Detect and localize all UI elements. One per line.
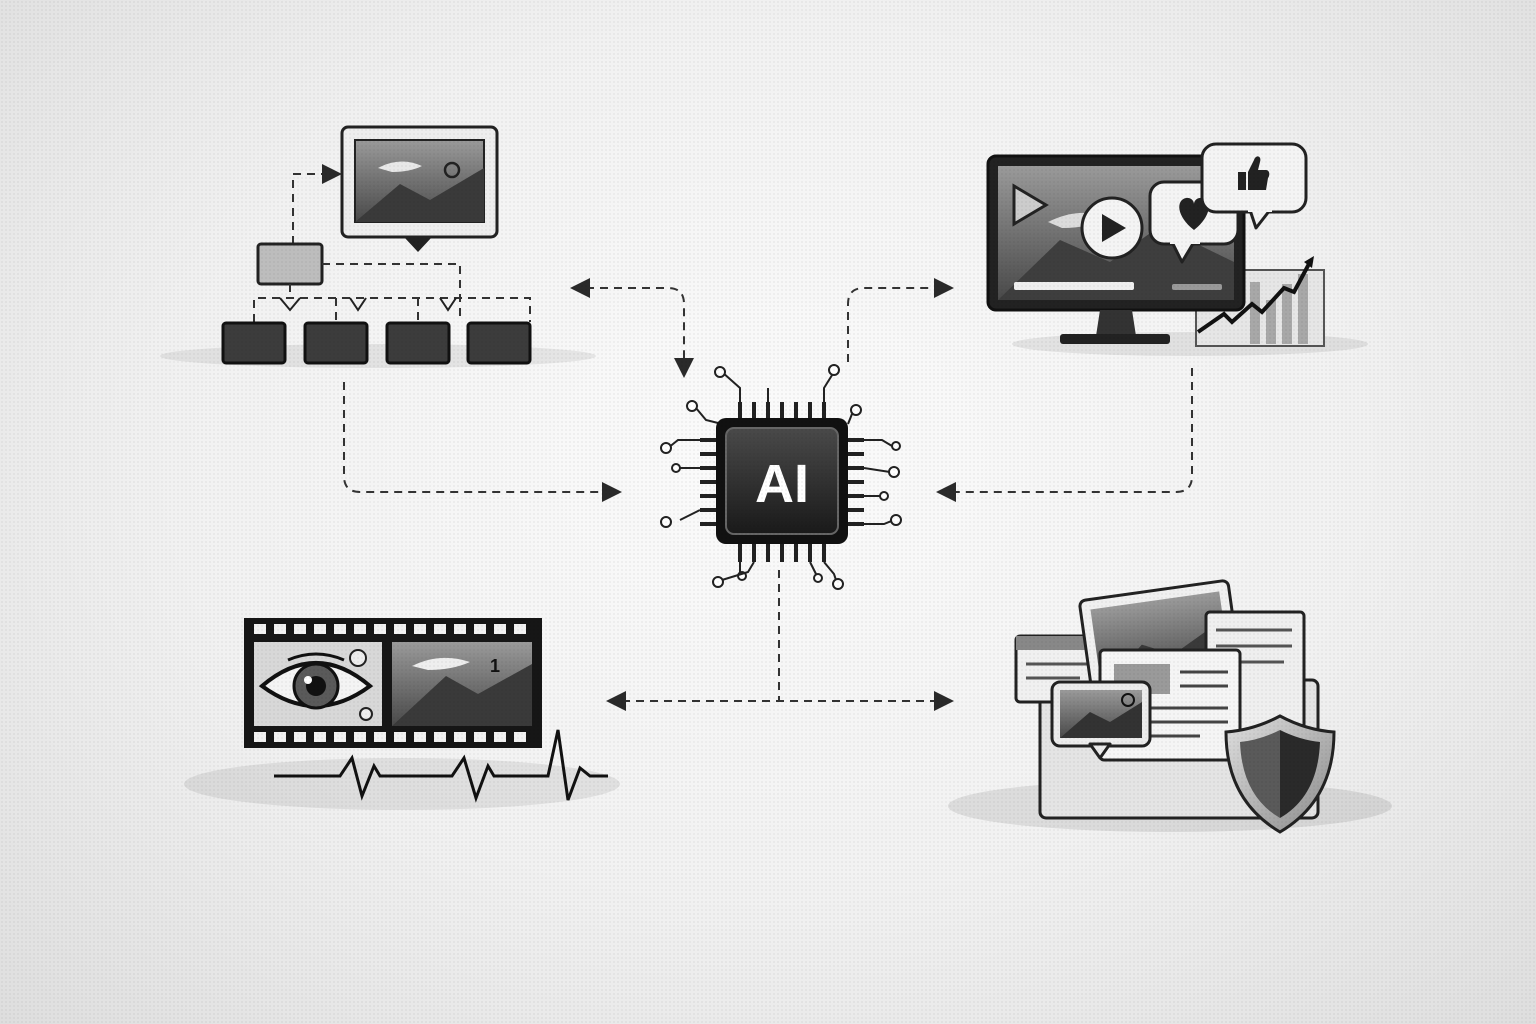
connector-hierarchy-to-hub <box>570 278 694 378</box>
hierarchy-child-box <box>221 321 287 365</box>
content-moderation-node <box>948 579 1392 834</box>
connector-media-to-hub <box>936 368 1193 502</box>
connector-hierarchy-bottom-to-hub <box>343 382 622 502</box>
image-frame-icon <box>340 125 499 252</box>
video-analysis-node: 1 <box>184 618 620 810</box>
shield-icon <box>1224 714 1336 834</box>
frame-number: 1 <box>490 656 500 676</box>
hierarchy-child-box <box>466 321 532 365</box>
hierarchy-child-box <box>385 321 451 365</box>
play-button-icon <box>1080 196 1144 260</box>
waveform-icon <box>274 729 608 803</box>
image-bubble-icon <box>1050 680 1152 760</box>
ai-chip-icon: AI <box>660 364 902 590</box>
film-strip-icon: 1 <box>244 618 542 748</box>
hierarchy-parent-box <box>256 242 324 286</box>
connectors <box>343 278 1193 711</box>
eye-icon <box>258 649 374 721</box>
chip-core <box>725 427 839 535</box>
hierarchy-node <box>160 125 596 368</box>
chip-label: AI <box>755 454 809 514</box>
like-bubble-icon <box>1200 142 1308 230</box>
hierarchy-child-box <box>303 321 369 365</box>
media-engagement-node <box>986 142 1368 356</box>
chip-traces <box>660 364 902 590</box>
connector-hub-to-media <box>847 278 954 362</box>
